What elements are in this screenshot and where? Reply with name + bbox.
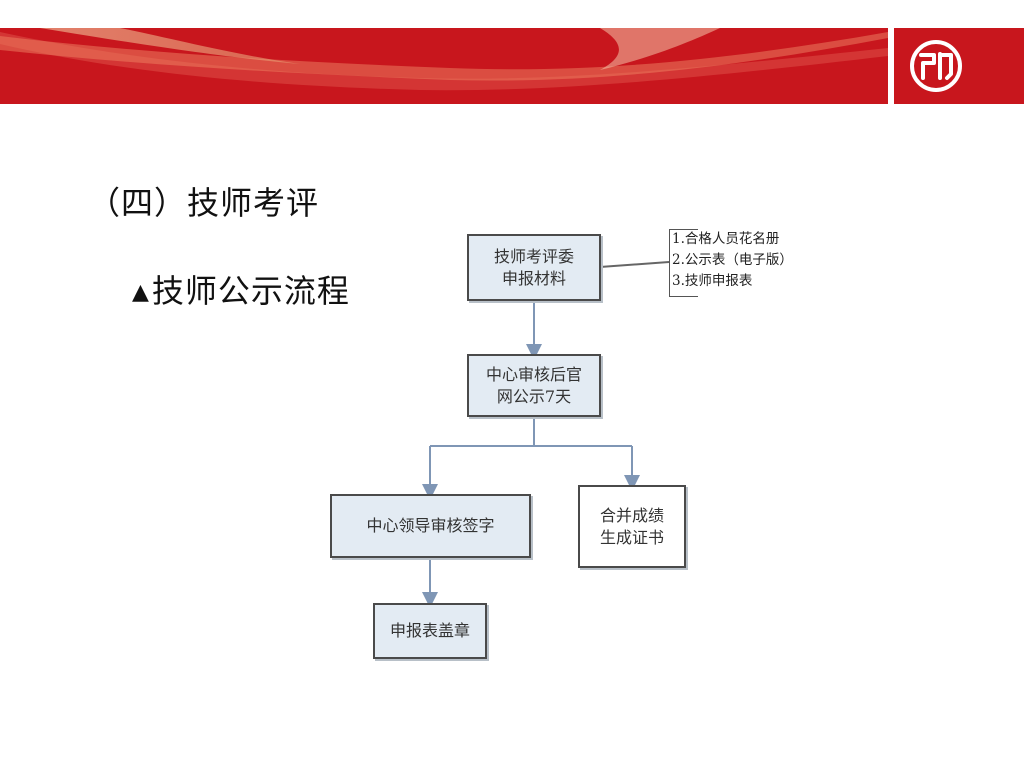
materials-item: 2.公示表（电子版） [672,252,793,268]
flow-box-text: 中心审核后官 [485,364,582,384]
slide-subheading: ▲技师公示流程 [132,266,350,312]
flow-box-submit-materials: 技师考评委 申报材料 [467,234,601,301]
bracket-line [669,229,698,297]
materials-list: 1.合格人员花名册 2.公示表（电子版） 3.技师申报表 [669,229,829,299]
slide-heading: （四）技师考评 [88,184,320,222]
flow-box-text: 合并成绩 [599,505,664,525]
flow-box-center-review: 中心审核后官 网公示7天 [467,354,601,417]
triangle-marker-icon: ▲ [132,280,150,305]
flow-box-stamp-form: 申报表盖章 [373,603,487,659]
materials-item: 3.技师申报表 [672,273,753,289]
connector-step1-to-materials [599,261,670,268]
top-banner [0,28,1024,104]
flow-box-text: 技师考评委 [493,246,574,266]
subheading-text: 技师公示流程 [151,272,350,310]
flow-box-text: 网公示7天 [496,386,572,406]
flow-box-text: 中心领导审核签字 [366,516,495,535]
flow-box-text: 申报材料 [501,268,566,288]
materials-item: 1.合格人员花名册 [672,231,780,247]
flow-box-text: 生成证书 [599,527,664,547]
flow-box-text: 申报表盖章 [389,621,470,640]
flow-box-leader-sign: 中心领导审核签字 [330,494,531,558]
logo-icon [910,40,962,92]
flow-box-generate-certificate: 合并成绩 生成证书 [578,485,686,568]
